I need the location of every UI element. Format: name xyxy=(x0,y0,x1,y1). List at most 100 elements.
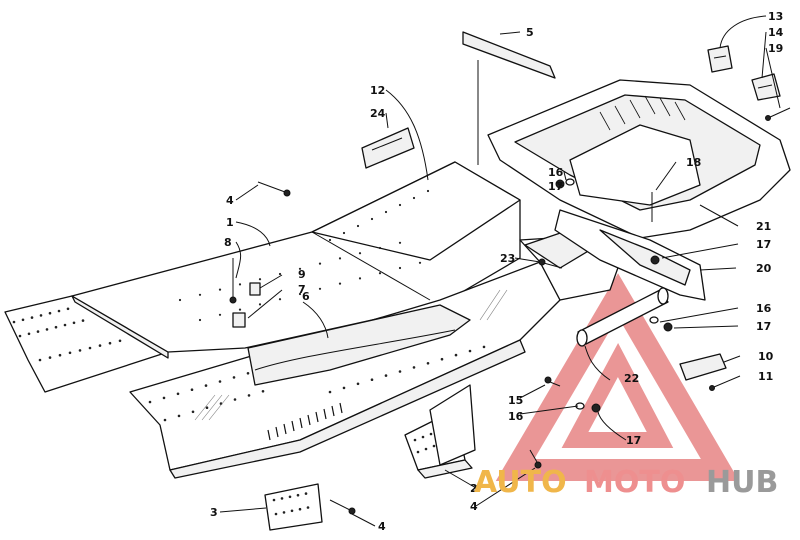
perforation-hole xyxy=(304,492,308,495)
callout-17a: 17 xyxy=(548,180,563,193)
perforation-hole xyxy=(18,334,22,338)
perforation-hole xyxy=(318,262,322,265)
screw-19 xyxy=(765,107,791,121)
callout-15: 15 xyxy=(508,394,523,407)
perforation-hole xyxy=(274,512,278,516)
bolt-15 xyxy=(544,376,561,387)
perforation-hole xyxy=(378,272,382,275)
perforation-hole xyxy=(298,507,302,511)
callout-17b: 17 xyxy=(756,238,771,251)
perforation-hole xyxy=(398,241,402,244)
leader-lines xyxy=(219,15,781,527)
perforation-hole xyxy=(298,267,302,270)
perforation-hole xyxy=(118,339,122,343)
perforation-hole xyxy=(57,309,61,313)
callout-23: 23 xyxy=(500,252,515,265)
perforation-hole xyxy=(238,283,242,286)
callout-24: 24 xyxy=(370,107,386,120)
perforation-hole xyxy=(426,362,430,365)
perforation-hole xyxy=(45,328,49,331)
perforation-hole xyxy=(426,189,430,193)
perforation-hole xyxy=(306,506,310,509)
perforation-hole xyxy=(38,358,42,362)
perforation-hole xyxy=(246,372,250,375)
perforation-hole xyxy=(416,450,420,454)
perforation-hole xyxy=(12,320,16,324)
perforation-hole xyxy=(338,257,342,260)
nut-17d xyxy=(650,255,660,265)
side-trim-panel xyxy=(247,304,471,386)
perforation-hole xyxy=(198,318,202,322)
screw-11 xyxy=(709,385,715,391)
decal-5 xyxy=(462,31,556,79)
perforation-hole xyxy=(176,392,180,396)
perforation-hole xyxy=(162,396,166,400)
perforation-hole xyxy=(68,351,72,355)
callout-11: 11 xyxy=(758,370,773,383)
perforation-hole xyxy=(177,414,181,418)
callout-19: 19 xyxy=(768,42,783,55)
perforation-hole xyxy=(412,366,416,369)
perforation-hole xyxy=(384,210,388,214)
callout-2: 2 xyxy=(470,482,478,495)
perforation-hole xyxy=(218,313,222,316)
nut-17c xyxy=(591,403,601,413)
bracket-7 xyxy=(232,312,246,328)
perforation-hole xyxy=(108,341,112,345)
perforation-hole xyxy=(454,353,458,357)
callout-4-plate: 4 xyxy=(378,520,386,533)
perforation-hole xyxy=(342,386,346,390)
callout-12: 12 xyxy=(370,84,385,97)
washer-16b xyxy=(649,316,659,324)
perforation-hole xyxy=(356,382,360,386)
perforation-hole xyxy=(39,314,43,317)
perforation-hole xyxy=(328,238,332,242)
callout-3: 3 xyxy=(210,506,218,519)
perforation-hole xyxy=(342,231,346,235)
perforation-hole xyxy=(280,497,284,500)
callout-18: 18 xyxy=(686,156,701,169)
perforation-hole xyxy=(88,346,92,350)
watermark-auto: AUTO xyxy=(474,465,567,500)
perforation-hole xyxy=(218,288,222,291)
perforation-hole xyxy=(398,370,402,373)
perforation-hole xyxy=(318,287,322,290)
perforation-hole xyxy=(296,493,300,497)
rivet-4-top xyxy=(257,181,291,197)
perforation-hole xyxy=(261,390,265,393)
perforation-hole xyxy=(204,384,208,387)
nut-17a xyxy=(555,179,565,189)
clip-9 xyxy=(249,282,261,296)
callout-1: 1 xyxy=(226,216,234,229)
watermark-hub: HUB xyxy=(706,465,778,500)
perforation-hole xyxy=(278,272,282,276)
perforation-hole xyxy=(338,282,342,285)
perforation-hole xyxy=(63,323,67,327)
callout-7: 7 xyxy=(298,283,306,296)
perforation-hole xyxy=(358,277,362,280)
rivet-4-bottom xyxy=(529,449,542,469)
perforation-hole xyxy=(370,378,374,382)
perforation-hole xyxy=(190,388,194,392)
axle-rod xyxy=(576,287,669,347)
perforation-hole xyxy=(191,410,195,414)
perforation-hole xyxy=(178,298,182,302)
perforation-hole xyxy=(48,311,52,315)
perforation-hole xyxy=(288,495,292,499)
callout-9: 9 xyxy=(298,268,306,281)
callout-4-top: 4 xyxy=(226,194,234,207)
perforation-hole xyxy=(98,344,102,347)
bolt-8 xyxy=(229,258,237,304)
perforation-hole xyxy=(432,444,436,448)
perforation-hole xyxy=(30,316,34,319)
callout-16c: 16 xyxy=(508,410,524,423)
callout-8: 8 xyxy=(224,236,232,249)
rivet-4-plate xyxy=(329,499,356,515)
watermark-text: AUTO MOTO HUB xyxy=(474,465,778,500)
perforation-hole xyxy=(198,293,202,296)
bracket-large xyxy=(429,384,476,466)
perforation-hole xyxy=(81,319,85,322)
perforation-hole xyxy=(440,357,444,361)
perforation-hole xyxy=(358,252,362,255)
